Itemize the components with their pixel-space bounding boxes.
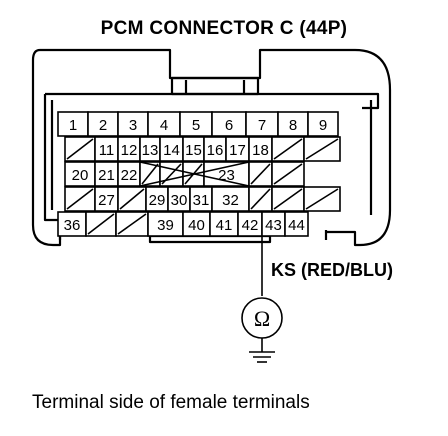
terminal-label-44: 44 [288, 217, 305, 234]
terminal-label-6: 6 [225, 117, 233, 134]
unused-cavity-mark [87, 213, 115, 235]
terminal-label-4: 4 [160, 117, 168, 134]
terminal-cell [179, 111, 213, 137]
signal-label: KS (RED/BLU) [271, 260, 393, 280]
terminal-label-40: 40 [188, 217, 205, 234]
terminal-label-41: 41 [216, 217, 233, 234]
terminal-label-21: 21 [98, 167, 115, 184]
terminal-cell [284, 211, 309, 237]
terminal-label-12: 12 [121, 142, 138, 159]
terminal-label-3: 3 [129, 117, 137, 134]
terminal-cell [307, 111, 339, 137]
terminal-label-18: 18 [252, 142, 269, 159]
terminal-label-30: 30 [171, 192, 188, 209]
unused-cavity-mark [66, 188, 94, 210]
terminal-label-22: 22 [121, 167, 138, 184]
terminal-cell [203, 161, 250, 187]
unused-cavity-mark [273, 138, 303, 160]
unused-cavity-mark [66, 138, 94, 160]
unused-cavity-mark [141, 163, 159, 185]
terminal-label-7: 7 [258, 117, 266, 134]
terminal-label-5: 5 [192, 117, 200, 134]
terminal-label-17: 17 [229, 142, 246, 159]
terminal-label-27: 27 [98, 192, 115, 209]
terminal-label-36: 36 [64, 217, 81, 234]
terminal-label-13: 13 [142, 142, 159, 159]
terminal-label-32: 32 [222, 192, 239, 209]
terminal-label-43: 43 [265, 217, 282, 234]
terminal-label-16: 16 [207, 142, 224, 159]
unused-cavity-mark [250, 163, 271, 185]
terminal-label-31: 31 [193, 192, 210, 209]
terminal-label-11: 11 [99, 142, 115, 159]
unused-cavity-mark [273, 188, 303, 210]
blank-area-cross [139, 161, 250, 187]
terminal-cell [117, 111, 149, 137]
terminal-label-15: 15 [185, 142, 202, 159]
unused-cavity-mark [273, 163, 303, 185]
terminal-label-42: 42 [242, 217, 259, 234]
unused-cavity-mark [117, 213, 147, 235]
terminal-label-1: 1 [69, 117, 77, 134]
terminal-label-39: 39 [157, 217, 174, 234]
ohm-symbol: Ω [254, 306, 270, 331]
terminal-label-8: 8 [289, 117, 297, 134]
unused-cavity-mark [305, 188, 339, 210]
terminal-label-9: 9 [319, 117, 327, 134]
terminal-label-14: 14 [163, 142, 180, 159]
unused-cavity-mark [305, 138, 339, 160]
terminal-cell [245, 111, 279, 137]
terminal-label-29: 29 [149, 192, 166, 209]
diagram-caption: Terminal side of female terminals [32, 392, 310, 413]
terminal-label-2: 2 [99, 117, 107, 134]
unused-cavity-mark [250, 188, 271, 210]
diagram-title: PCM CONNECTOR C (44P) [100, 18, 348, 39]
terminal-label-20: 20 [72, 167, 89, 184]
unused-cavity-mark [119, 188, 145, 210]
